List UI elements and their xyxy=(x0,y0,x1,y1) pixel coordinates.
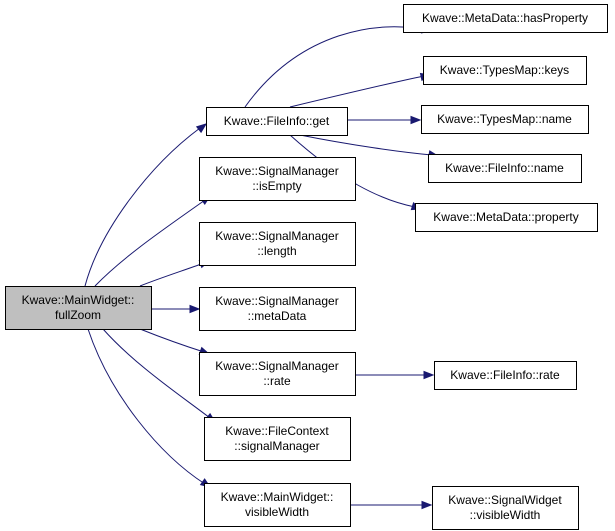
edge-arrowhead xyxy=(195,123,208,134)
node-box xyxy=(204,417,351,461)
node-box xyxy=(415,203,598,232)
node-md-prop[interactable]: Kwave::MetaData::property xyxy=(415,203,598,232)
node-box xyxy=(199,352,356,396)
node-md-hasprop[interactable]: Kwave::MetaData::hasProperty xyxy=(403,4,608,33)
node-label: ::length xyxy=(257,244,296,258)
node-box xyxy=(5,286,152,330)
node-box xyxy=(421,105,589,134)
node-fi-name[interactable]: Kwave::FileInfo::name xyxy=(428,154,582,183)
node-label: ::metaData xyxy=(248,309,307,323)
node-tm-name[interactable]: Kwave::TypesMap::name xyxy=(421,105,589,134)
node-label: Kwave::SignalManager xyxy=(215,229,338,243)
node-label: Kwave::FileInfo::rate xyxy=(450,368,560,382)
node-label: Kwave::MetaData::hasProperty xyxy=(422,11,588,25)
node-label: Kwave::TypesMap::name xyxy=(437,112,572,126)
node-box xyxy=(403,4,608,33)
edge-root-to-fi_get xyxy=(84,127,201,287)
node-box xyxy=(432,486,579,530)
node-box xyxy=(199,222,356,266)
node-label: Kwave::MainWidget:: xyxy=(22,293,135,307)
node-sm-rate[interactable]: Kwave::SignalManager::rate xyxy=(199,352,356,396)
node-label: Kwave::FileInfo::get xyxy=(224,114,330,128)
node-label: ::signalManager xyxy=(234,439,319,453)
edge-arrowhead xyxy=(421,500,433,510)
node-label: Kwave::SignalManager xyxy=(215,164,338,178)
node-label: visibleWidth xyxy=(245,505,309,519)
node-label: Kwave::MainWidget:: xyxy=(221,490,334,504)
node-box xyxy=(423,56,587,85)
node-root[interactable]: Kwave::MainWidget::fullZoom xyxy=(5,286,152,330)
node-sw-vw[interactable]: Kwave::SignalWidget::visibleWidth xyxy=(432,486,579,530)
edge-root-to-fc_sigman xyxy=(102,328,211,419)
node-label: Kwave::SignalManager xyxy=(215,359,338,373)
node-box xyxy=(206,107,348,136)
node-label: Kwave::SignalManager xyxy=(215,294,338,308)
node-sm-isempty[interactable]: Kwave::SignalManager::isEmpty xyxy=(199,157,356,201)
node-box xyxy=(204,483,351,527)
node-sm-metadata[interactable]: Kwave::SignalManager::metaData xyxy=(199,287,356,331)
graph-nodes: Kwave::MainWidget::fullZoomKwave::FileIn… xyxy=(5,4,608,530)
node-sm-length[interactable]: Kwave::SignalManager::length xyxy=(199,222,356,266)
node-fc-sigman[interactable]: Kwave::FileContext::signalManager xyxy=(204,417,351,461)
node-label: Kwave::FileInfo::name xyxy=(445,161,564,175)
node-mw-vw[interactable]: Kwave::MainWidget::visibleWidth xyxy=(204,483,351,527)
node-label: Kwave::FileContext xyxy=(225,424,329,438)
edge-fi_get-to-md_prop xyxy=(289,134,416,208)
node-label: fullZoom xyxy=(55,308,101,322)
node-tm-keys[interactable]: Kwave::TypesMap::keys xyxy=(423,56,587,85)
edge-fi_get-to-md_hasprop xyxy=(244,26,426,108)
node-label: Kwave::SignalWidget xyxy=(448,493,562,507)
node-box xyxy=(199,287,356,331)
node-fi-rate[interactable]: Kwave::FileInfo::rate xyxy=(434,361,577,390)
node-label: ::isEmpty xyxy=(252,179,301,193)
edge-root-to-mw_vw xyxy=(87,328,206,485)
node-label: Kwave::TypesMap::keys xyxy=(440,63,569,77)
edge-arrowhead xyxy=(423,370,435,380)
node-fi-get[interactable]: Kwave::FileInfo::get xyxy=(206,107,348,136)
node-box xyxy=(428,154,582,183)
edge-arrowhead xyxy=(189,304,201,314)
edge-arrowhead xyxy=(410,115,422,125)
node-label: Kwave::MetaData::property xyxy=(433,210,578,224)
node-label: ::rate xyxy=(263,374,291,388)
node-box xyxy=(199,157,356,201)
node-label: ::visibleWidth xyxy=(470,508,541,522)
edge-root-to-sm_length xyxy=(139,262,205,287)
edge-fi_get-to-fi_name xyxy=(299,134,433,156)
node-box xyxy=(434,361,577,390)
edge-fi_get-to-tm_keys xyxy=(289,75,425,108)
edge-root-to-sm_isempty xyxy=(94,199,206,287)
edge-root-to-sm_rate xyxy=(139,328,205,353)
